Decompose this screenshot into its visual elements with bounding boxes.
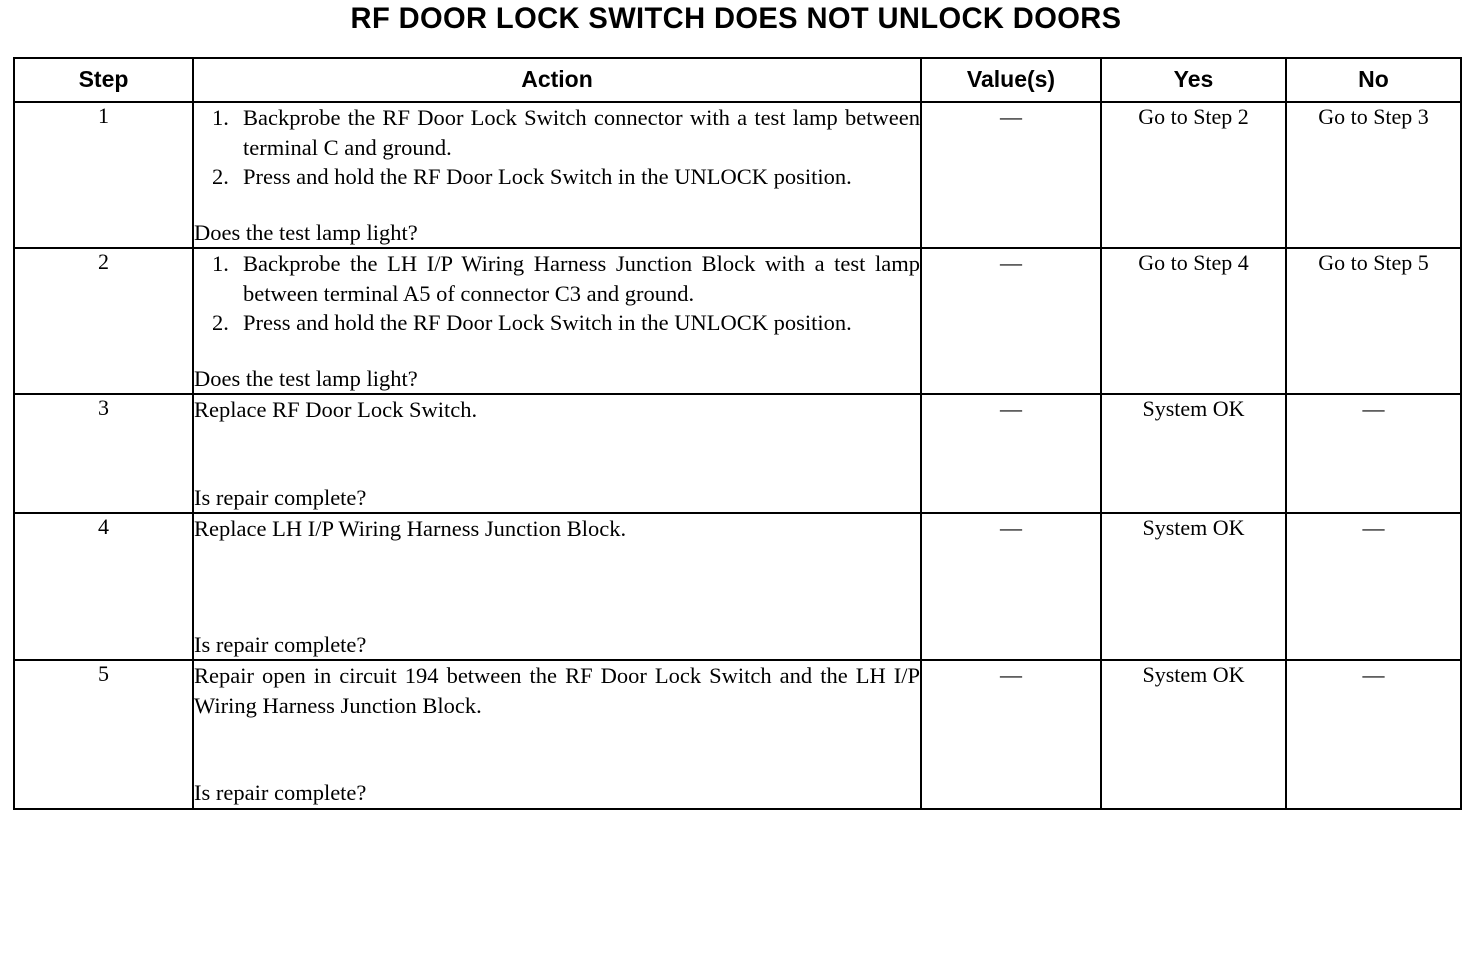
action-question: Does the test lamp light?: [194, 219, 418, 245]
cell-yes: System OK: [1100, 659, 1287, 810]
cell-step-number: 5: [13, 659, 194, 810]
cell-value: —: [920, 512, 1102, 661]
cell-action: Backprobe the LH I/P Wiring Harness Junc…: [192, 247, 922, 395]
action-question: Does the test lamp light?: [194, 365, 418, 391]
cell-yes: Go to Step 4: [1100, 247, 1287, 395]
page-title: RF DOOR LOCK SWITCH DOES NOT UNLOCK DOOR…: [350, 2, 1122, 35]
cell-step-number: 1: [13, 101, 194, 249]
cell-step-number: 3: [13, 393, 194, 514]
table-row: 2 Backprobe the LH I/P Wiring Harness Ju…: [13, 247, 1462, 395]
list-item: Press and hold the RF Door Lock Switch i…: [212, 162, 920, 192]
action-text: Replace RF Door Lock Switch.: [194, 397, 478, 422]
cell-no: —: [1285, 512, 1462, 661]
action-item-text: Press and hold the RF Door Lock Switch i…: [243, 164, 852, 189]
cell-action: Backprobe the RF Door Lock Switch connec…: [192, 101, 922, 249]
list-item: Backprobe the LH I/P Wiring Harness Junc…: [212, 249, 920, 308]
cell-value: —: [920, 659, 1102, 810]
cell-no: Go to Step 3: [1285, 101, 1462, 249]
table-header: Step Action Value(s) Yes No: [13, 57, 1462, 103]
action-item-text: Backprobe the RF Door Lock Switch connec…: [243, 105, 920, 160]
diagnostic-table: Step Action Value(s) Yes No 1 Backprobe …: [13, 57, 1462, 810]
action-question: Is repair complete?: [194, 484, 367, 510]
spacer: [194, 338, 920, 364]
action-item-text: Backprobe the LH I/P Wiring Harness Junc…: [243, 251, 920, 306]
cell-no: —: [1285, 393, 1462, 514]
action-question: Is repair complete?: [194, 780, 367, 805]
spacer: [194, 720, 920, 778]
table-body: 1 Backprobe the RF Door Lock Switch conn…: [13, 101, 1462, 810]
cell-no: Go to Step 5: [1285, 247, 1462, 395]
cell-no: —: [1285, 659, 1462, 810]
list-item: Press and hold the RF Door Lock Switch i…: [212, 308, 920, 338]
column-header-action: Action: [192, 57, 922, 103]
cell-yes: System OK: [1100, 393, 1287, 514]
cell-action: Replace RF Door Lock Switch. Is repair c…: [192, 393, 922, 514]
spacer: [194, 192, 920, 218]
cell-yes: Go to Step 2: [1100, 101, 1287, 249]
spacer: [194, 425, 920, 483]
table-row: 5 Repair open in circuit 194 between the…: [13, 659, 1462, 810]
action-text: Repair open in circuit 194 between the R…: [194, 663, 920, 718]
spacer: [194, 544, 920, 630]
cell-yes: System OK: [1100, 512, 1287, 661]
action-step-list: Backprobe the LH I/P Wiring Harness Junc…: [194, 249, 920, 338]
cell-step-number: 2: [13, 247, 194, 395]
table-row: 3 Replace RF Door Lock Switch. Is repair…: [13, 393, 1462, 514]
table-header-row: Step Action Value(s) Yes No: [13, 57, 1462, 103]
cell-value: —: [920, 393, 1102, 514]
action-question: Is repair complete?: [194, 631, 367, 657]
cell-value: —: [920, 101, 1102, 249]
cell-value: —: [920, 247, 1102, 395]
column-header-yes: Yes: [1100, 57, 1287, 103]
cell-action: Repair open in circuit 194 between the R…: [192, 659, 922, 810]
table-row: 4 Replace LH I/P Wiring Harness Junction…: [13, 512, 1462, 661]
column-header-values: Value(s): [920, 57, 1102, 103]
list-item: Backprobe the RF Door Lock Switch connec…: [212, 103, 920, 162]
cell-action: Replace LH I/P Wiring Harness Junction B…: [192, 512, 922, 661]
action-step-list: Backprobe the RF Door Lock Switch connec…: [194, 103, 920, 192]
action-item-text: Press and hold the RF Door Lock Switch i…: [243, 310, 852, 335]
cell-step-number: 4: [13, 512, 194, 661]
action-text: Replace LH I/P Wiring Harness Junction B…: [194, 516, 627, 541]
table-row: 1 Backprobe the RF Door Lock Switch conn…: [13, 101, 1462, 249]
column-header-step: Step: [13, 57, 194, 103]
column-header-no: No: [1285, 57, 1462, 103]
